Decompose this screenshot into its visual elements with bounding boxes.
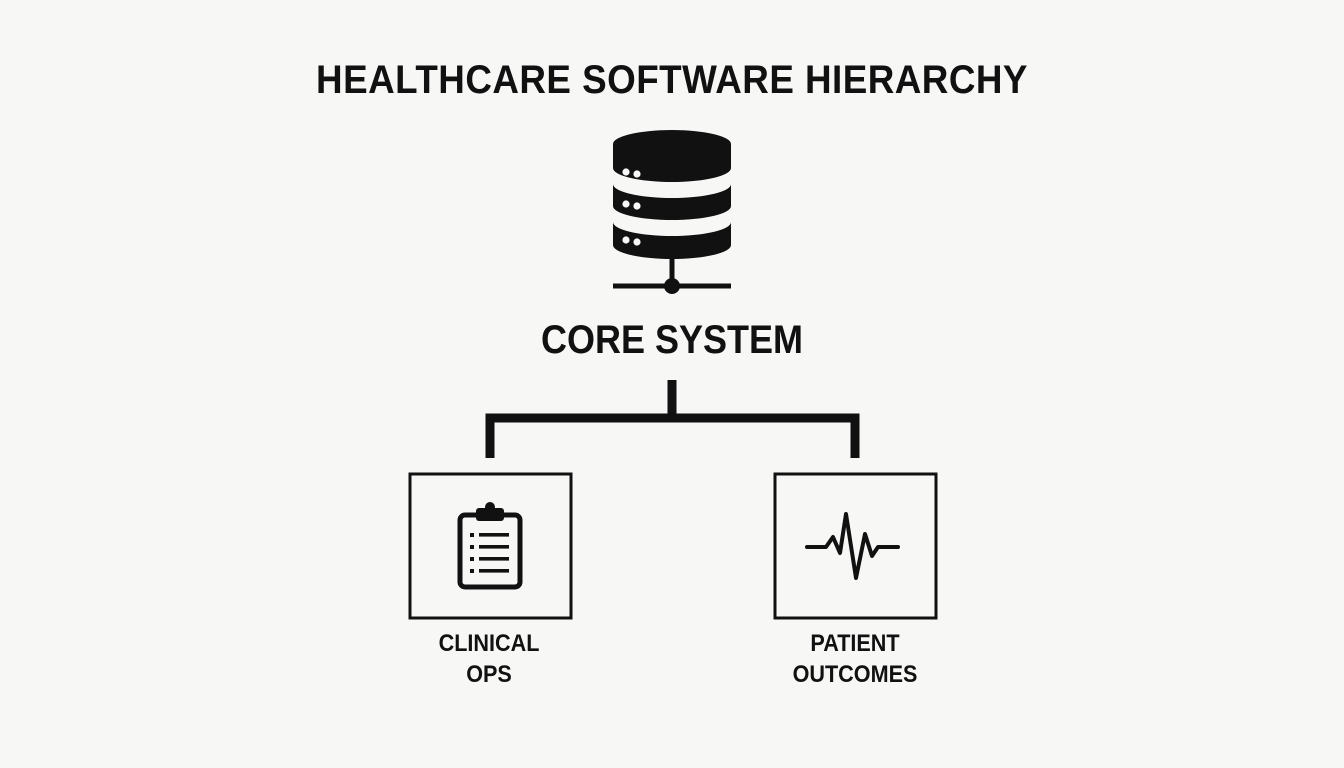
database-server-icon [613, 130, 731, 294]
patient-outcomes-label-line1: PATIENT [810, 630, 900, 657]
clinical-ops-label-line2: OPS [466, 661, 512, 688]
page-title: HEALTHCARE SOFTWARE HIERARCHY [316, 58, 1028, 102]
clinical-ops-box [408, 472, 573, 620]
patient-outcomes-label: PATIENT OUTCOMES [747, 628, 963, 690]
heartbeat-icon [805, 512, 900, 580]
clinical-ops-label-line1: CLINICAL [438, 630, 540, 657]
patient-outcomes-label-line2: OUTCOMES [792, 661, 918, 688]
clinical-ops-label: CLINICAL OPS [381, 628, 597, 690]
tree-connector [485, 380, 860, 458]
clipboard-icon [457, 502, 523, 590]
core-system-label: CORE SYSTEM [540, 318, 804, 362]
patient-outcomes-box [773, 472, 938, 620]
